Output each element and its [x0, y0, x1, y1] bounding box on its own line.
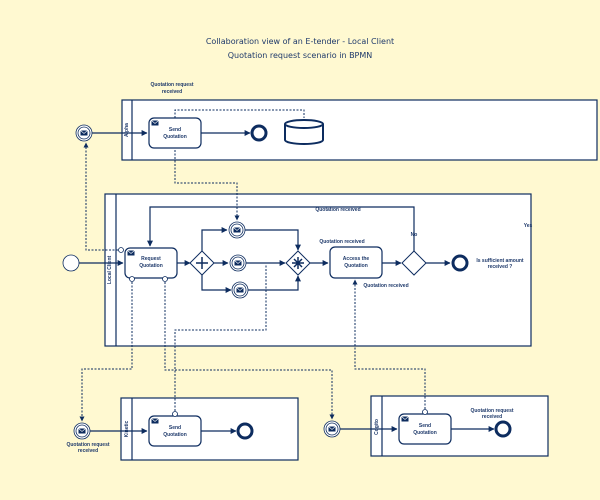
message-port — [129, 276, 135, 282]
pool-cogito: Cogito Send Quotation Quotation request … — [323, 395, 549, 457]
pool-alpha: Alpha Quotation request received Send Qu… — [75, 82, 598, 161]
complex-gateway[interactable] — [285, 250, 311, 276]
label-quotation-received: Quotation received — [319, 239, 364, 245]
cogito-message-start-event[interactable] — [323, 420, 341, 438]
kinetic-end-event[interactable] — [236, 422, 254, 440]
local-client-end-event[interactable] — [451, 254, 469, 272]
message-flow — [174, 150, 240, 221]
intermediate-message-event-middle[interactable] — [229, 254, 247, 272]
message-port — [172, 411, 178, 417]
envelope-icon — [80, 130, 88, 136]
alpha-start-label-1: Quotation request — [150, 82, 193, 88]
pool-kinetic-label: Kinetic — [124, 420, 130, 437]
database-icon[interactable] — [284, 119, 324, 145]
message-port — [118, 247, 124, 253]
task-label-line2: Quotation — [163, 432, 187, 438]
alpha-start-label-2: received — [162, 89, 182, 95]
alpha-message-start-event[interactable] — [75, 124, 93, 142]
pool-local-client-label: Local Client — [107, 255, 113, 284]
cogito-end-event[interactable] — [494, 420, 512, 438]
message-port — [162, 276, 168, 282]
envelope-icon — [234, 260, 242, 266]
envelope-icon — [233, 227, 241, 233]
exclusive-gateway[interactable] — [401, 250, 427, 276]
label-no: No — [411, 232, 418, 238]
end-label-line2: received ? — [488, 264, 513, 270]
message-flow — [352, 279, 426, 409]
alpha-send-quotation-task[interactable]: Send Quotation — [148, 117, 202, 149]
start-label-line1: Quotation request — [66, 442, 109, 448]
end-label-line2: received — [482, 414, 502, 420]
task-label-line1: Send — [169, 425, 181, 431]
pool-cogito-frame — [370, 395, 549, 457]
assess-quotation-task[interactable]: Access the Quotation — [329, 246, 383, 279]
sequence-flow — [248, 275, 301, 291]
envelope-icon — [401, 416, 409, 422]
end-label-line1: Quotation request — [470, 408, 513, 414]
sequence-flow — [201, 275, 232, 293]
task-label-line1: Send — [419, 423, 431, 429]
envelope-icon — [151, 418, 159, 424]
local-client-start-event[interactable] — [62, 254, 80, 272]
pool-local-client: Local Client Request Quotation — [62, 193, 533, 347]
pool-kinetic: Kinetic Quotation request received Send … — [66, 397, 299, 461]
diagram-title-line1: Collaboration view of an E-tender - Loca… — [206, 37, 394, 46]
envelope-icon — [127, 250, 135, 256]
task-label-line2: Quotation — [344, 263, 368, 269]
kinetic-message-start-event[interactable] — [73, 422, 91, 440]
task-label-line1: Send — [169, 127, 181, 133]
plus-icon — [196, 257, 208, 269]
task-label-line2: Quotation — [163, 134, 187, 140]
kinetic-send-quotation-task[interactable]: Send Quotation — [148, 415, 202, 447]
message-flow — [83, 142, 118, 251]
message-flow — [174, 264, 267, 411]
envelope-icon — [236, 287, 244, 293]
diagram-title-line2: Quotation request scenario in BPMN — [228, 51, 373, 60]
alpha-end-event[interactable] — [250, 124, 268, 142]
message-port — [422, 409, 428, 415]
task-label-line1: Access the — [343, 256, 370, 262]
data-association — [174, 109, 305, 118]
envelope-icon — [78, 428, 86, 434]
intermediate-message-event-top[interactable] — [228, 221, 246, 239]
label-yes: Yes — [524, 223, 533, 229]
intermediate-message-event-bottom[interactable] — [231, 281, 249, 299]
sequence-flow — [201, 227, 228, 251]
cogito-send-quotation-task[interactable]: Send Quotation — [398, 413, 452, 445]
label-quotation-received: Quotation received — [363, 283, 408, 289]
message-flow — [79, 282, 133, 422]
asterisk-icon — [292, 257, 304, 269]
message-flows — [79, 142, 426, 422]
task-label-line2: Quotation — [413, 430, 437, 436]
sequence-flow-no — [147, 206, 415, 251]
envelope-icon — [328, 426, 336, 432]
task-label-line2: Quotation — [139, 263, 163, 269]
label-quotation-received-loop: Quotation received — [315, 207, 360, 213]
message-flow — [164, 282, 335, 420]
pool-cogito-label: Cogito — [374, 419, 380, 435]
end-label-line1: Is sufficient amount — [476, 258, 524, 264]
request-quotation-task[interactable]: Request Quotation — [124, 247, 178, 279]
start-label-line2: received — [78, 448, 98, 454]
pool-alpha-label: Alpha — [124, 123, 130, 137]
pool-kinetic-frame — [120, 397, 299, 461]
sequence-flow — [245, 229, 301, 251]
task-label-line1: Request — [141, 256, 161, 262]
envelope-icon — [151, 120, 159, 126]
